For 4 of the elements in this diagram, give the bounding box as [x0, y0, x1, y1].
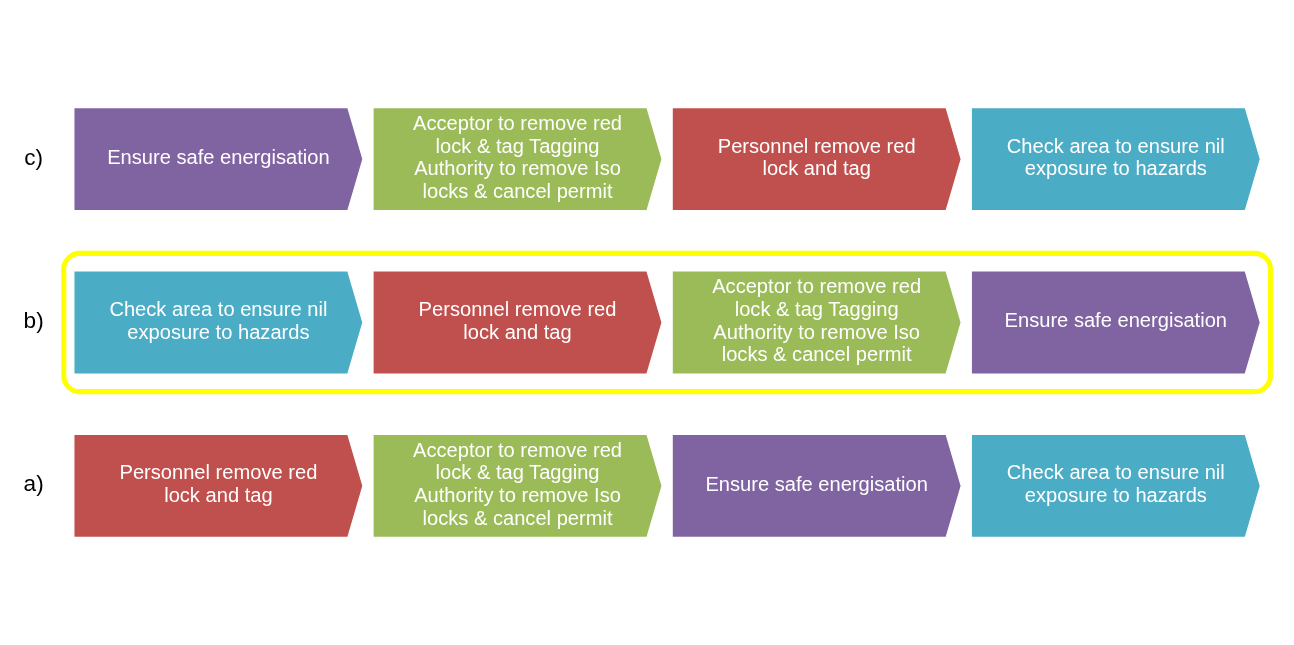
label: a)	[23, 471, 44, 497]
cluster	[61, 250, 1273, 395]
label: c)	[24, 144, 44, 170]
label: b)	[23, 308, 44, 334]
